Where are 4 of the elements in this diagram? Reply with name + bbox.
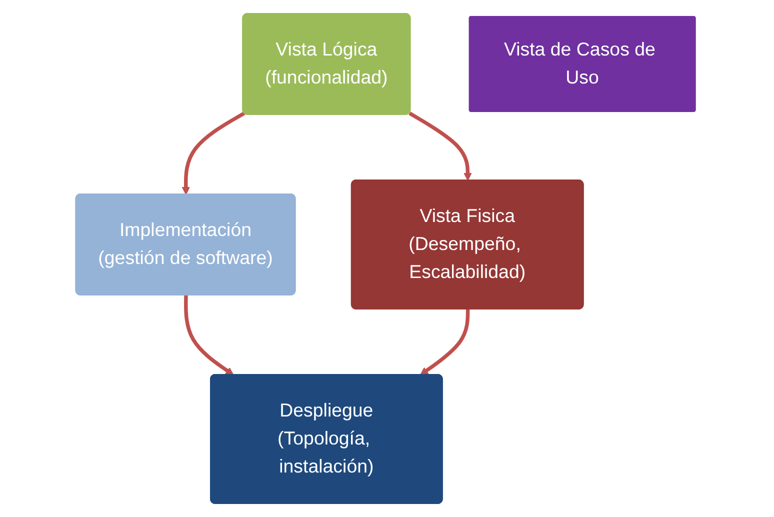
arrow xyxy=(420,309,470,376)
arrow xyxy=(184,295,234,376)
arrow xyxy=(408,112,472,181)
arrow xyxy=(182,112,246,195)
